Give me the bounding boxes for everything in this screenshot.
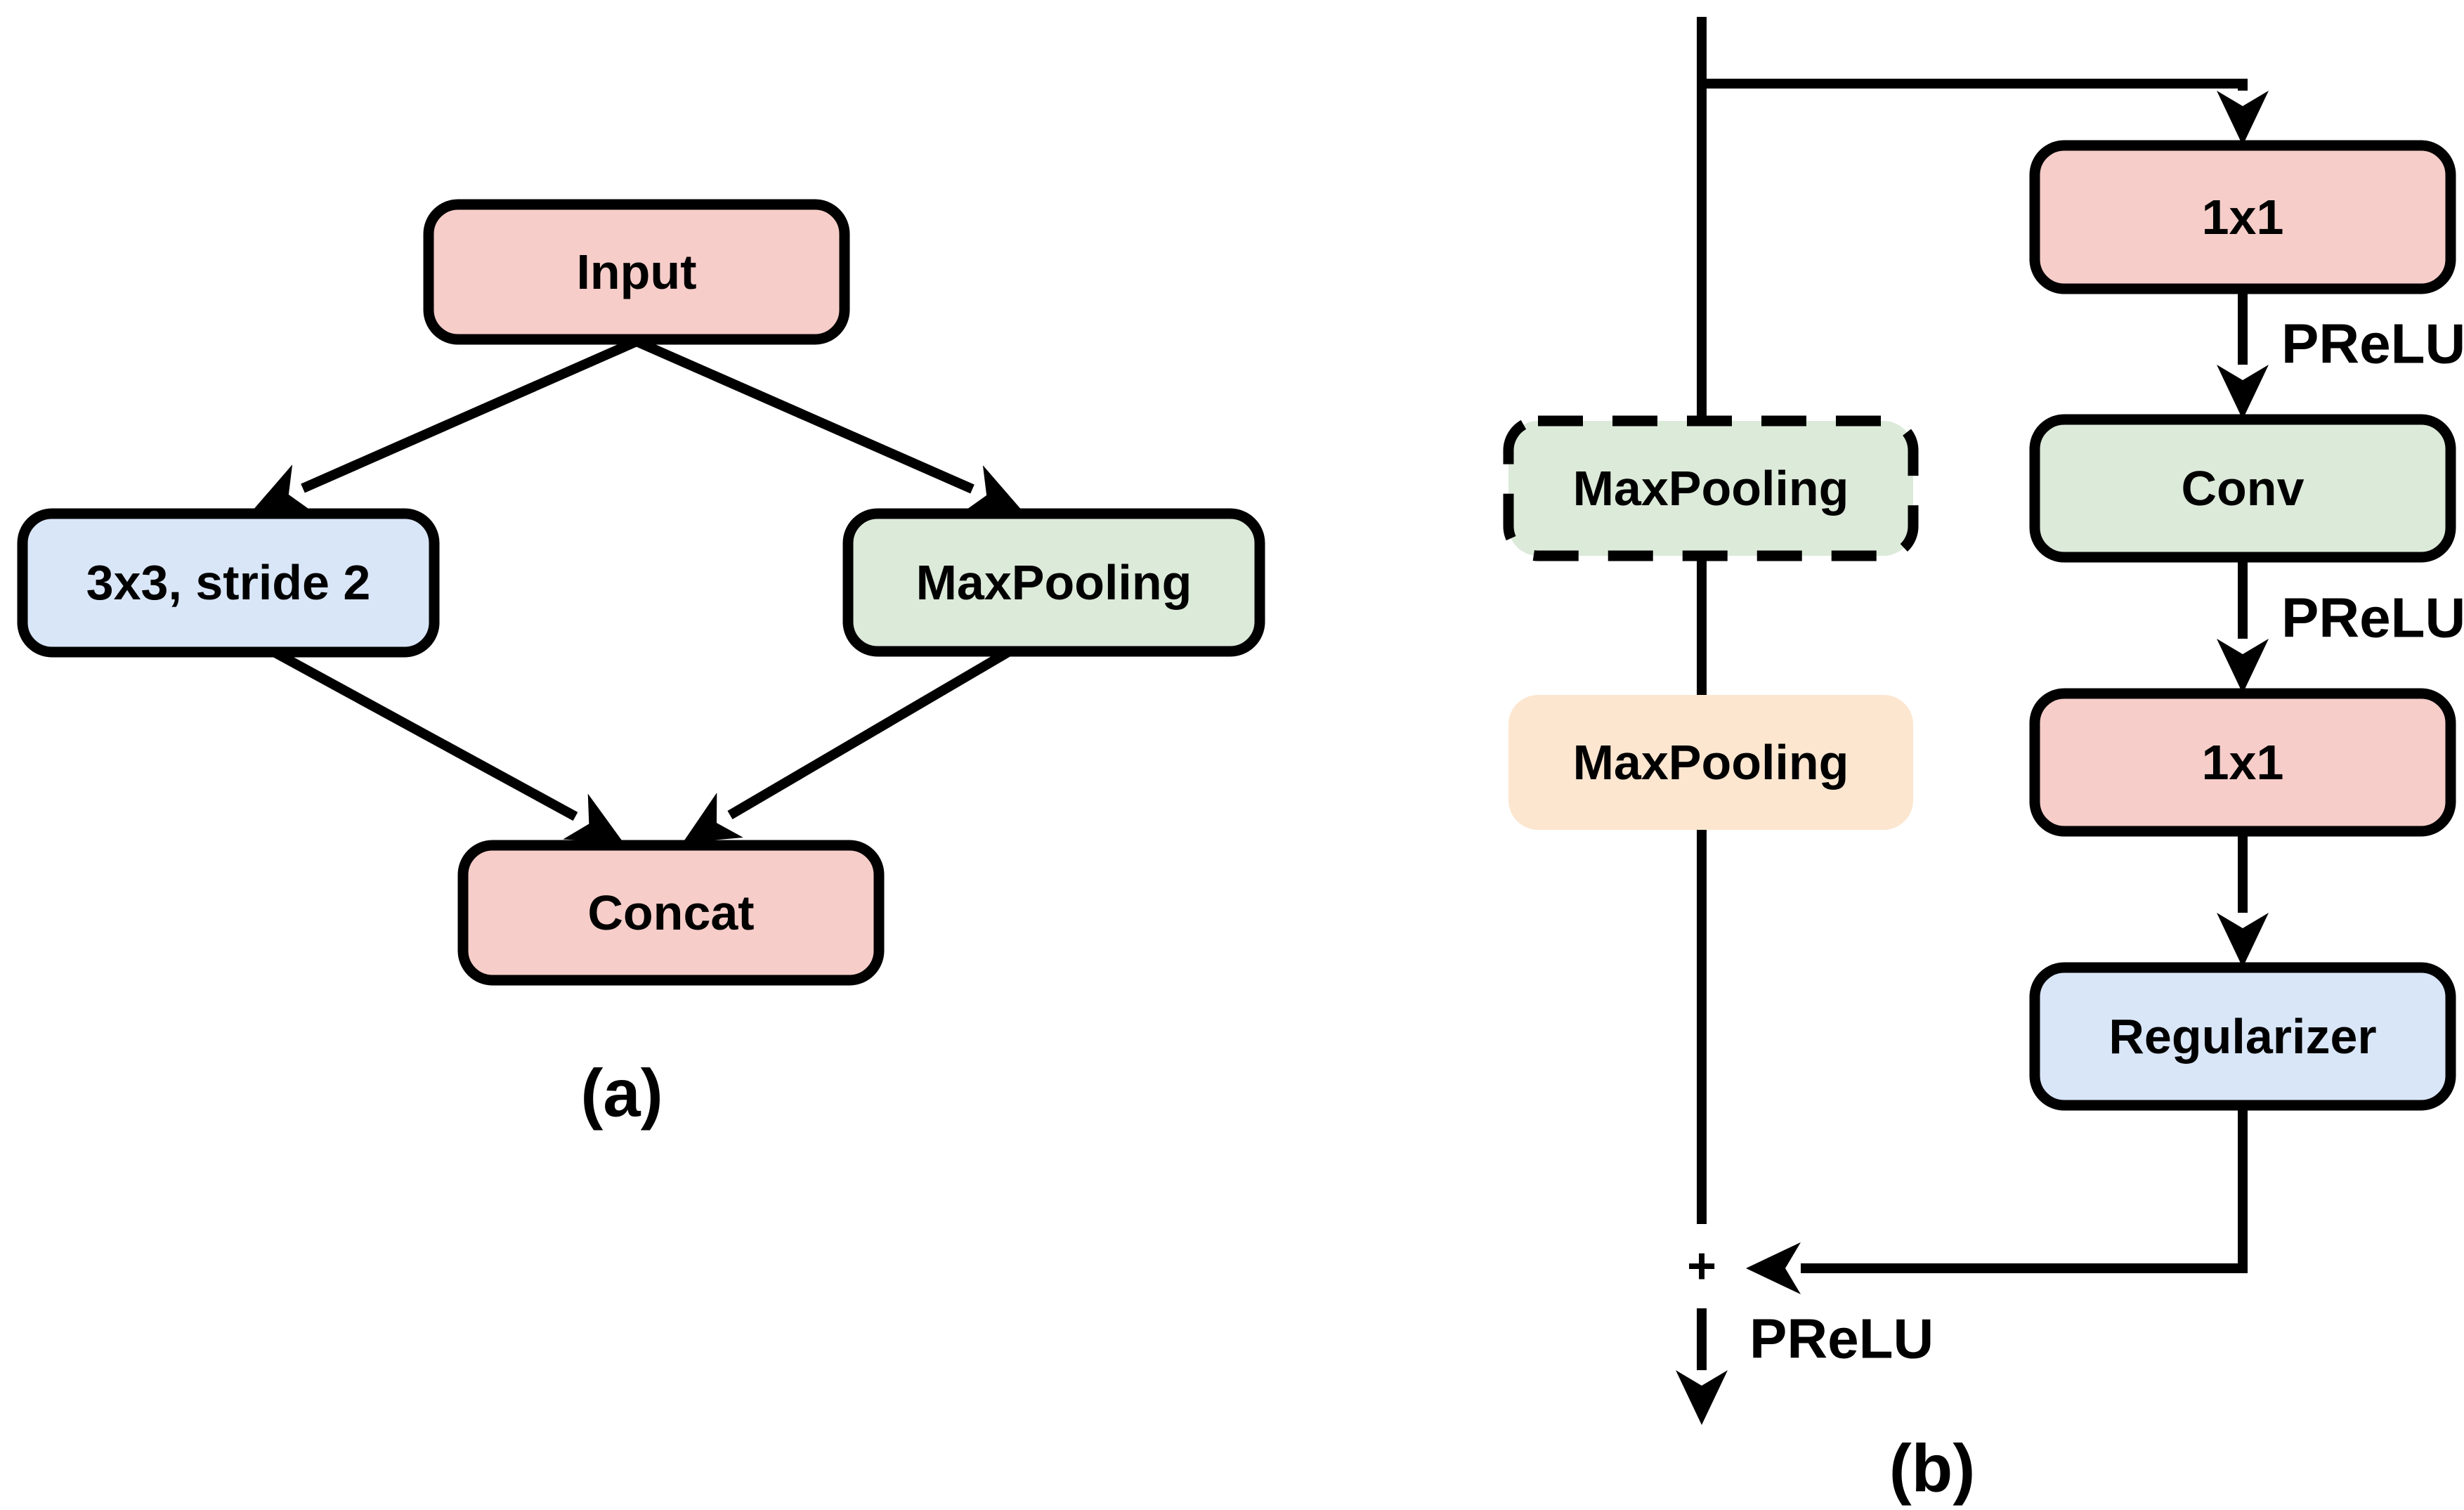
panel-a-caption: (a) [580, 1056, 663, 1131]
conv1x1-top-label: 1x1 [2202, 190, 2284, 245]
edge-regularizer-to-merge [1746, 1105, 2248, 1294]
edge-maxpooling-to-concat [682, 647, 1011, 843]
concat-label: Concat [587, 885, 754, 940]
prelu1-annotation: PReLU [2281, 313, 2464, 375]
input-label: Input [576, 245, 696, 299]
conv-label: Conv [2182, 461, 2305, 516]
maxpooling-plain-label: MaxPooling [1573, 735, 1849, 790]
conv1x1-top-node [2029, 140, 2456, 294]
conv1x1-bottom-label: 1x1 [2202, 735, 2284, 790]
edge-input-to-conv3x3 [252, 337, 639, 512]
edge-input-to-maxpooling [634, 337, 1023, 513]
maxpooling-label: MaxPooling [916, 555, 1192, 610]
conv3x3-stride2-label: 3x3, stride 2 [86, 555, 371, 610]
panel-b: MaxPooling MaxPooling 1x1 Conv 1x1 Regul… [1503, 17, 2464, 1506]
conv3x3-stride2-node [17, 508, 440, 658]
prelu-output-annotation: PReLU [1749, 1308, 1934, 1370]
input-node [423, 199, 850, 345]
edge-conv3x3-to-concat [271, 647, 624, 843]
conv1x1-bottom-node [2029, 688, 2456, 837]
edge-branch-to-conv1x1-top [1702, 79, 2269, 145]
panel-b-caption: (b) [1889, 1431, 1976, 1506]
regularizer-node [2029, 962, 2456, 1111]
maxpooling-node [842, 508, 1265, 657]
merge-plus-symbol: + [1687, 1238, 1716, 1294]
concat-node [457, 840, 885, 986]
maxpooling-dashed-node [1503, 415, 1919, 561]
conv-node [2029, 414, 2456, 563]
prelu2-annotation: PReLU [2281, 587, 2464, 649]
regularizer-label: Regularizer [2108, 1009, 2376, 1064]
maxpooling-plain-node [1508, 695, 1913, 830]
panel-a: Input 3x3, stride 2 MaxPooling Concat (a… [17, 199, 1265, 1131]
maxpooling-dashed-label: MaxPooling [1573, 461, 1849, 516]
